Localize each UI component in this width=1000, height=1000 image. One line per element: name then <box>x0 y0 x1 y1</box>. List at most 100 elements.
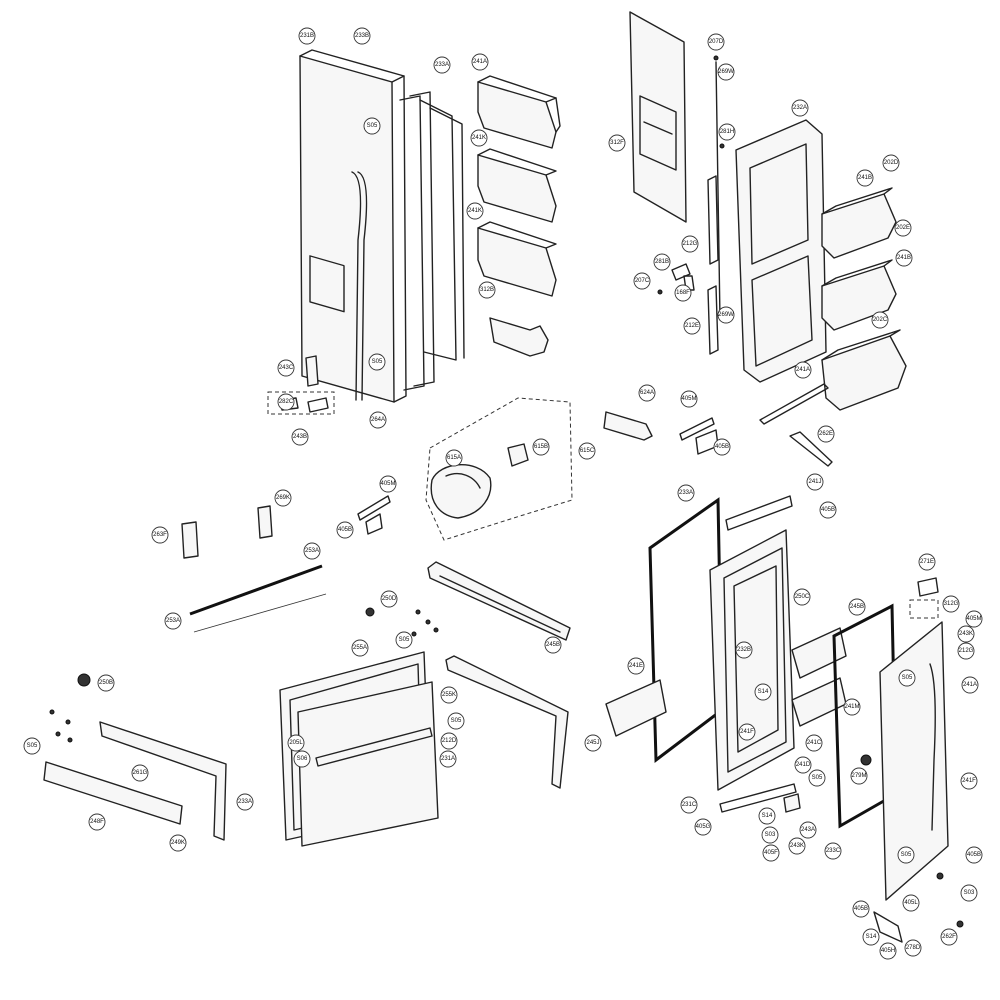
part-callout-c-253A-2: 253A <box>164 612 182 630</box>
gasket-rail-253A <box>189 564 327 633</box>
door-bin-3 <box>477 221 557 297</box>
part-number-label: 241A <box>963 682 977 688</box>
part-number-label: 250C <box>795 594 810 600</box>
door-gasket-233A <box>648 497 724 763</box>
part-number-label: 243K <box>959 631 973 637</box>
part-callout-c-255K: 255K <box>440 686 458 704</box>
part-number-label: 233A <box>435 62 449 68</box>
left-fridge-door-assembly <box>299 49 465 403</box>
part-number-label: 212G <box>683 241 698 247</box>
part-callout-c-312B: 312B <box>478 281 496 299</box>
bins-241M <box>791 627 847 727</box>
part-callout-c-241K-1: 241K <box>470 129 488 147</box>
part-number-label: 405L <box>904 900 918 906</box>
part-number-label: 233B <box>355 33 369 39</box>
part-number-label: 243K <box>790 843 804 849</box>
part-number-label: 405B <box>854 906 868 912</box>
lever-262E <box>789 431 833 467</box>
part-callout-c-233A-top: 233A <box>433 56 451 74</box>
door-liner-312F <box>629 11 687 223</box>
drawer-rail-right-245J <box>445 655 569 789</box>
part-callout-c-S05-1: S05 <box>363 117 381 135</box>
part-callout-c-255A: 255A <box>351 639 369 657</box>
ice-maker-group-615C <box>425 397 573 541</box>
part-number-label: 241A <box>796 367 810 373</box>
part-number-label: 261G <box>133 770 148 776</box>
rod-241A <box>759 383 829 425</box>
part-number-label: 249K <box>171 840 185 846</box>
part-callout-c-279M: 279M <box>850 767 868 785</box>
part-callout-c-241M: 241M <box>843 698 861 716</box>
part-callout-c-405L: 405L <box>902 894 920 912</box>
part-callout-c-250C: 250C <box>793 588 811 606</box>
drawer-front-231A <box>297 681 439 847</box>
clip-269K <box>257 505 273 539</box>
part-number-label: 312G <box>944 601 959 607</box>
part-callout-c-281H: 281H <box>718 123 736 141</box>
part-callout-c-405B-1: 405B <box>713 438 731 456</box>
part-number-label: 253A <box>166 618 180 624</box>
part-callout-c-205L: 205L <box>287 734 305 752</box>
part-number-label: 241K <box>468 208 482 214</box>
part-number-label: 231C <box>682 802 697 808</box>
outer-door-241A <box>879 621 949 901</box>
part-number-label: 245B <box>546 642 560 648</box>
part-callout-c-282C: 282C <box>277 393 295 411</box>
part-callout-c-S14: S14 <box>754 683 772 701</box>
part-number-label: 281H <box>720 129 734 135</box>
part-number-label: 241F <box>962 778 976 784</box>
part-callout-c-405M-2: 405M <box>379 475 397 493</box>
part-callout-c-212G-1: 212G <box>681 235 699 253</box>
part-callout-c-405H: 405H <box>879 942 897 960</box>
fasteners-255A <box>365 607 439 637</box>
part-number-label: S05 <box>399 637 410 643</box>
part-number-label: S05 <box>901 852 912 858</box>
part-number-label: S03 <box>765 832 776 838</box>
part-number-label: 168F <box>676 290 690 296</box>
part-number-label: 262E <box>819 431 833 437</box>
door-bin-2 <box>477 148 557 223</box>
part-number-label: 241M <box>844 704 859 710</box>
part-callout-c-245B-2: 245B <box>544 636 562 654</box>
part-callout-c-233A-bot: 233A <box>236 793 254 811</box>
part-number-label: 202D <box>884 160 899 166</box>
part-number-label: 241D <box>796 762 811 768</box>
part-number-label: 241F <box>740 729 754 735</box>
part-callout-c-405M-3: 405M <box>965 610 983 628</box>
part-callout-c-312F: 312F <box>608 134 626 152</box>
part-callout-c-S05-8: S05 <box>897 846 915 864</box>
bracket-312B <box>489 317 549 357</box>
part-405M-right <box>679 417 719 455</box>
part-number-label: 233A <box>238 799 252 805</box>
part-number-label: 212G <box>959 648 974 654</box>
part-number-label: S05 <box>812 775 823 781</box>
part-number-label: S05 <box>367 123 378 129</box>
door-bin-1 <box>477 75 561 149</box>
part-callout-c-269K: 269K <box>274 489 292 507</box>
part-number-label: 243C <box>279 365 294 371</box>
part-callout-c-271E: 271E <box>918 553 936 571</box>
part-number-label: 207C <box>635 278 650 284</box>
part-callout-c-243B: 243B <box>291 428 309 446</box>
part-callout-c-281B: 281B <box>653 253 671 271</box>
part-callout-c-248F: 248F <box>88 813 106 831</box>
part-number-label: 241J <box>808 479 821 485</box>
part-callout-c-S14-2: S14 <box>758 807 776 825</box>
part-callout-c-250D: 250D <box>380 590 398 608</box>
part-number-label: 624A <box>640 390 654 396</box>
part-callout-c-615B: 615B <box>532 438 550 456</box>
part-callout-c-250B: 250B <box>97 674 115 692</box>
clip-263F <box>181 521 199 559</box>
part-callout-c-405B-2: 405B <box>336 521 354 539</box>
part-callout-c-241E: 241E <box>627 657 645 675</box>
part-number-label: 232A <box>793 105 807 111</box>
part-callout-c-232A: 232A <box>791 99 809 117</box>
part-number-label: 232B <box>737 647 751 653</box>
part-number-label: 405B <box>338 527 352 533</box>
hinge-bottom-right <box>719 754 964 943</box>
part-number-label: 269K <box>276 495 290 501</box>
bin-241B-1 <box>821 187 897 259</box>
part-callout-c-243C: 243C <box>277 359 295 377</box>
